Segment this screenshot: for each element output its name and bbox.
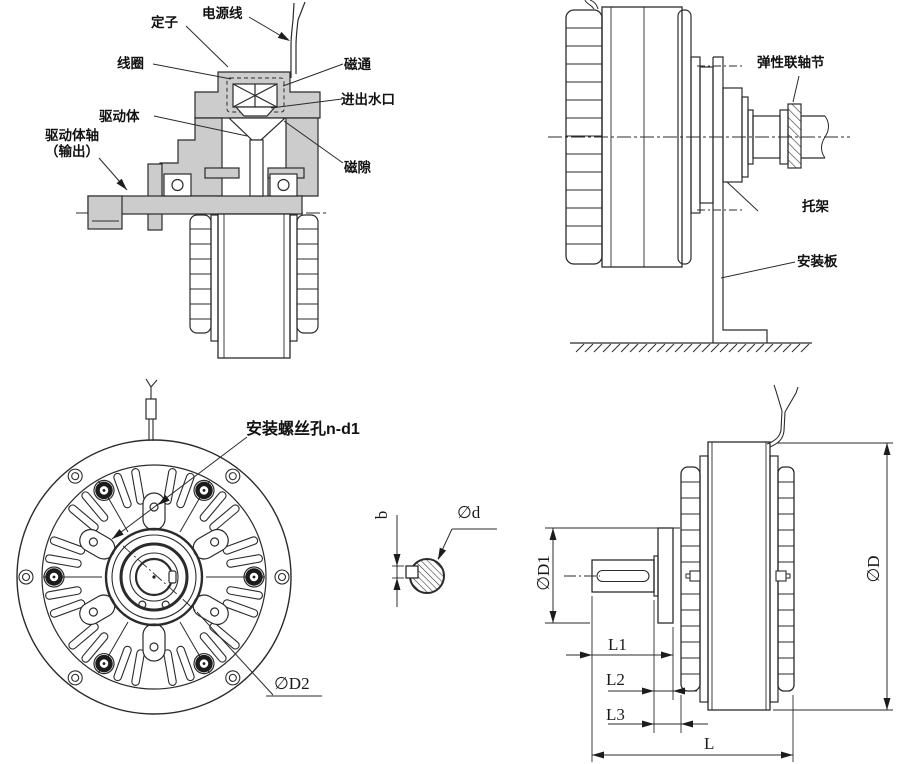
section-view: [76, 1, 344, 359]
bracket-disc: [722, 87, 743, 183]
dimension-lines: [552, 443, 888, 756]
label-drive-shaft-line1: 驱动体轴: [45, 128, 99, 143]
dim-shaft: [591, 559, 655, 593]
d-leader: [437, 528, 497, 560]
label-bracket: 托架: [802, 199, 829, 214]
hub-flange-b: [699, 66, 714, 204]
label-coil: 线圈: [117, 56, 144, 71]
label-stator: 定子: [151, 15, 178, 30]
label-l3: L3: [606, 705, 625, 724]
label-magnetic-flux: 磁通: [344, 57, 371, 72]
fin-drum: [565, 6, 692, 268]
vent-slots: [45, 468, 263, 686]
label-drive-shaft: 驱动体轴 （输出）: [30, 128, 114, 159]
dim-drum: [680, 441, 795, 711]
label-b: b: [372, 510, 391, 520]
front-view: [16, 378, 322, 715]
extension-lines: [545, 442, 893, 762]
elastic-coupling: [787, 103, 802, 169]
label-water-port: 进出水口: [341, 92, 395, 107]
shaft-end-block: [87, 195, 123, 230]
label-mounting-plate: 安装板: [797, 254, 838, 269]
label-drive-shaft-line2: （输出）: [45, 143, 99, 159]
bearing-right: [269, 173, 298, 197]
label-l: L: [704, 734, 715, 753]
label-screw-holes: 安装螺丝孔n-d1: [246, 421, 360, 438]
water-channel: [234, 106, 277, 117]
label-drive-body: 驱动体: [99, 109, 140, 124]
screw-hole-leader: [111, 436, 248, 540]
coil: [232, 83, 278, 108]
outer-rim: [16, 439, 292, 715]
label-power-cable: 电源线: [202, 6, 243, 21]
label-d1-dim: ∅D1: [534, 555, 553, 591]
finned-drum-section: [189, 213, 319, 359]
drive-body-stem: [249, 139, 264, 197]
bolt-holes: [43, 479, 265, 675]
dim-wire: [766, 384, 799, 448]
rim-holes: [18, 468, 290, 686]
front-wire: [145, 378, 158, 441]
label-magnetic-gap: 磁隙: [344, 160, 371, 175]
key-notch: [405, 565, 419, 579]
mounted-leaders: [720, 75, 800, 279]
dim-hub: [657, 527, 674, 624]
ground: [570, 342, 812, 353]
power-cable: [290, 1, 306, 78]
label-coupling: 弹性联轴节: [757, 55, 825, 70]
dimension-arrows: [549, 443, 891, 759]
d2-leader: [196, 611, 322, 697]
keyway: [168, 570, 177, 584]
bearing-left: [163, 173, 192, 197]
label-l2: L2: [606, 670, 625, 689]
label-d-small: ∅d: [457, 503, 481, 522]
dim-keyway: [596, 569, 650, 583]
mounting-plate: [712, 56, 768, 343]
hub: [104, 527, 204, 627]
hub-flange-a: [690, 56, 701, 214]
dimension-view: [545, 384, 893, 762]
fin-circle: [41, 464, 267, 690]
shaft-section-view: [392, 515, 497, 607]
label-d-dim: ∅D: [864, 555, 883, 583]
drive-body-cone: [227, 117, 287, 141]
label-d2: ∅D2: [274, 674, 310, 693]
label-l1: L1: [608, 635, 627, 654]
mounted-view: [548, 0, 850, 353]
